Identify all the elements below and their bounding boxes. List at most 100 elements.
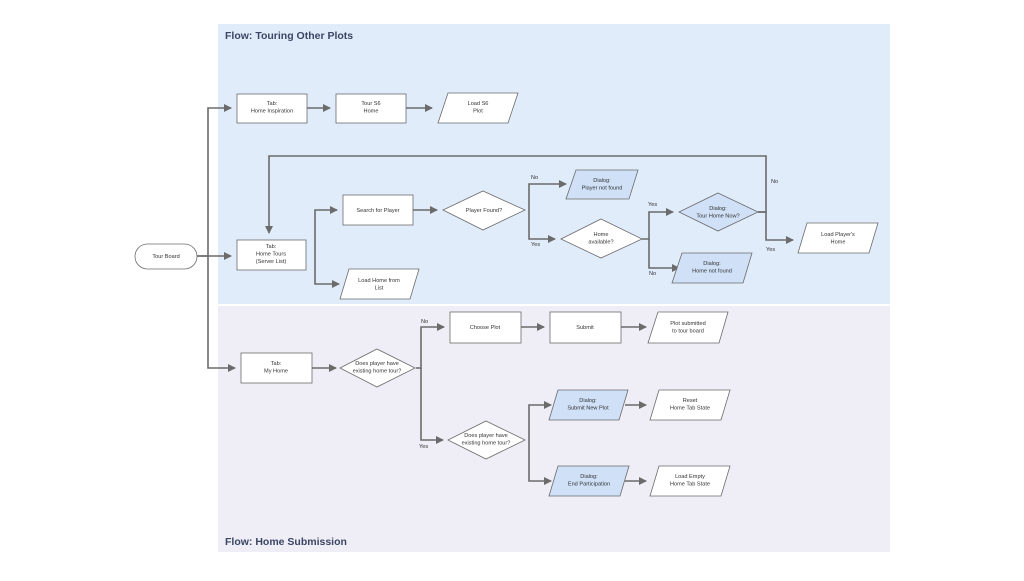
nodes: Tour Board Tab: Home Inspiration Tour S6 H… — [134, 92, 879, 497]
node-load-players-home-line-2: Home — [831, 240, 846, 246]
svg-text:Choose Plot: Choose Plot — [470, 325, 501, 331]
edge-playerfound-yes — [528, 210, 556, 243]
edge-label-exist1-yes: Yes — [419, 444, 428, 450]
svg-text:Dialog:Home not found: Dialog: Home not found — [692, 261, 732, 275]
node-dialog-player-not-found-line-2: Player not found — [582, 186, 623, 192]
node-dialog-submit-new-plot-line-1: Dialog: — [579, 398, 597, 404]
node-dialog-home-not-found[interactable]: Dialog: Home not found — [671, 252, 753, 284]
edge-label-homeavailable-yes: Yes — [648, 202, 657, 208]
node-player-found-decision[interactable]: Player Found? — [442, 190, 526, 231]
node-dialog-home-not-found-line-2: Home not found — [692, 269, 732, 275]
node-load-s6-plot[interactable]: Load S6 Plot — [437, 92, 519, 124]
node-load-s6-plot-line-2: Plot — [473, 109, 483, 115]
frame-home-submission — [218, 306, 890, 552]
node-submit-line-1: Submit — [576, 325, 594, 331]
node-dialog-player-not-found-line-1: Dialog: — [593, 178, 611, 184]
node-tab-home-inspiration-line-2: Home Inspiration — [251, 109, 293, 115]
edge-label-homeavailable-no: No — [649, 271, 656, 277]
node-load-home-from-list-line-1: Load Home from — [358, 278, 400, 284]
edge-label-playerfound-yes: Yes — [531, 242, 540, 248]
node-dialog-tour-home-now-line-1: Dialog: — [709, 206, 727, 212]
node-search-for-player-line-1: Search for Player — [356, 208, 399, 214]
node-home-available-line-2: available? — [588, 240, 613, 246]
edge-label-tourhomenow-no: No — [771, 179, 778, 185]
svg-text:Dialog:Tour Home Now?: Dialog:Tour Home Now? — [696, 206, 739, 220]
svg-text:Submit: Submit — [576, 325, 594, 331]
node-dialog-end-participation-line-2: End Participation — [568, 482, 610, 488]
node-dialog-player-not-found[interactable]: Dialog: Player not found — [565, 169, 639, 200]
node-existing-home-tour-1-line-2: existing home tour? — [353, 369, 402, 375]
node-plot-submitted-line-1: Plot submitted — [670, 321, 705, 327]
node-dialog-tour-home-now[interactable]: Dialog:Tour Home Now? — [678, 192, 759, 232]
node-existing-home-tour-decision-2[interactable]: Does player have existing home tour? — [447, 420, 526, 460]
svg-text:Dialog:Player not found: Dialog: Player not found — [582, 178, 623, 192]
node-dialog-submit-new-plot-line-2: Submit New Plot — [567, 406, 609, 412]
frame-touring-other-plots — [218, 24, 890, 304]
node-tour-s6-home-line-1: Tour S6 — [361, 101, 380, 107]
node-dialog-home-not-found-line-1: Dialog: — [703, 261, 721, 267]
svg-text:Dialog:Submit New Plot: Dialog: Submit New Plot — [567, 398, 609, 412]
edge-homeavailable-no — [648, 239, 680, 272]
node-tab-home-tours-line-2: Home Tours — [256, 252, 286, 258]
edge-label-exist1-no: No — [421, 319, 428, 325]
node-existing-home-tour-2-line-2: existing home tour? — [462, 441, 511, 447]
edge-tourhomenow-yes — [758, 211, 794, 244]
node-existing-home-tour-2-line-1: Does player have — [464, 433, 508, 439]
node-tab-home-tours[interactable]: Tab:Home Tours(Server List) — [236, 239, 307, 271]
node-tab-home-inspiration[interactable]: Tab: Home Inspiration — [236, 93, 308, 124]
node-tour-s6-home[interactable]: Tour S6 Home — [335, 93, 407, 124]
node-load-empty-home-tab-state-line-1: Load Empty — [675, 474, 705, 480]
node-tab-home-tours-line-1: Tab: — [266, 244, 277, 250]
node-existing-home-tour-1-line-1: Does player have — [355, 361, 399, 367]
node-load-s6-plot-line-1: Load S6 — [468, 101, 489, 107]
node-player-found-line-1: Player Found? — [466, 208, 502, 214]
node-choose-plot[interactable]: Choose Plot — [449, 311, 522, 344]
edge-label-tourhomenow-yes: Yes — [766, 247, 775, 253]
node-tab-my-home[interactable]: Tab: My Home — [240, 352, 313, 384]
edge-hometours-to-loadfromlist — [314, 256, 340, 288]
edge-hometours-to-search — [314, 206, 338, 256]
node-choose-plot-line-1: Choose Plot — [470, 325, 501, 331]
node-search-for-player[interactable]: Search for Player — [342, 194, 414, 226]
node-tab-my-home-line-1: Tab: — [271, 361, 282, 367]
node-tab-my-home-line-2: My Home — [264, 369, 288, 375]
svg-text:Search for Player: Search for Player — [356, 208, 399, 214]
node-plot-submitted-line-2: to tour board — [672, 329, 704, 335]
node-submit[interactable]: Submit — [549, 311, 622, 344]
node-load-empty-home-tab-state-line-2: Home Tab State — [670, 482, 710, 488]
node-load-home-from-list-line-2: List — [375, 286, 384, 292]
node-tour-s6-home-line-2: Home — [364, 109, 379, 115]
svg-text:Tab:Home Inspiration: Tab: Home Inspiration — [251, 101, 293, 115]
node-plot-submitted[interactable]: Plot submitted to tour board — [647, 311, 729, 344]
node-reset-home-tab-state-line-1: Reset — [683, 398, 698, 404]
edges — [196, 104, 794, 485]
node-tour-board[interactable]: Tour Board — [134, 243, 198, 270]
frame-title-touring: Flow: Touring Other Plots — [225, 30, 353, 42]
edge-tourboard-to-myhome — [207, 256, 236, 372]
edge-exist1-no — [416, 323, 445, 369]
node-dialog-submit-new-plot[interactable]: Dialog: Submit New Plot — [548, 389, 629, 421]
edge-homeavailable-yes — [642, 208, 674, 240]
edge-exist1-yes — [420, 368, 444, 444]
node-dialog-end-participation[interactable]: Dialog:End Participation — [548, 465, 630, 497]
node-existing-home-tour-decision-1[interactable]: Does player have existing home tour? — [339, 348, 416, 388]
node-tour-board-line-1: Tour Board — [152, 254, 179, 260]
node-reset-home-tab-state-line-2: Home Tab State — [670, 406, 710, 412]
edge-playerfound-no — [528, 180, 567, 210]
node-tab-home-inspiration-line-1: Tab: — [267, 101, 278, 107]
